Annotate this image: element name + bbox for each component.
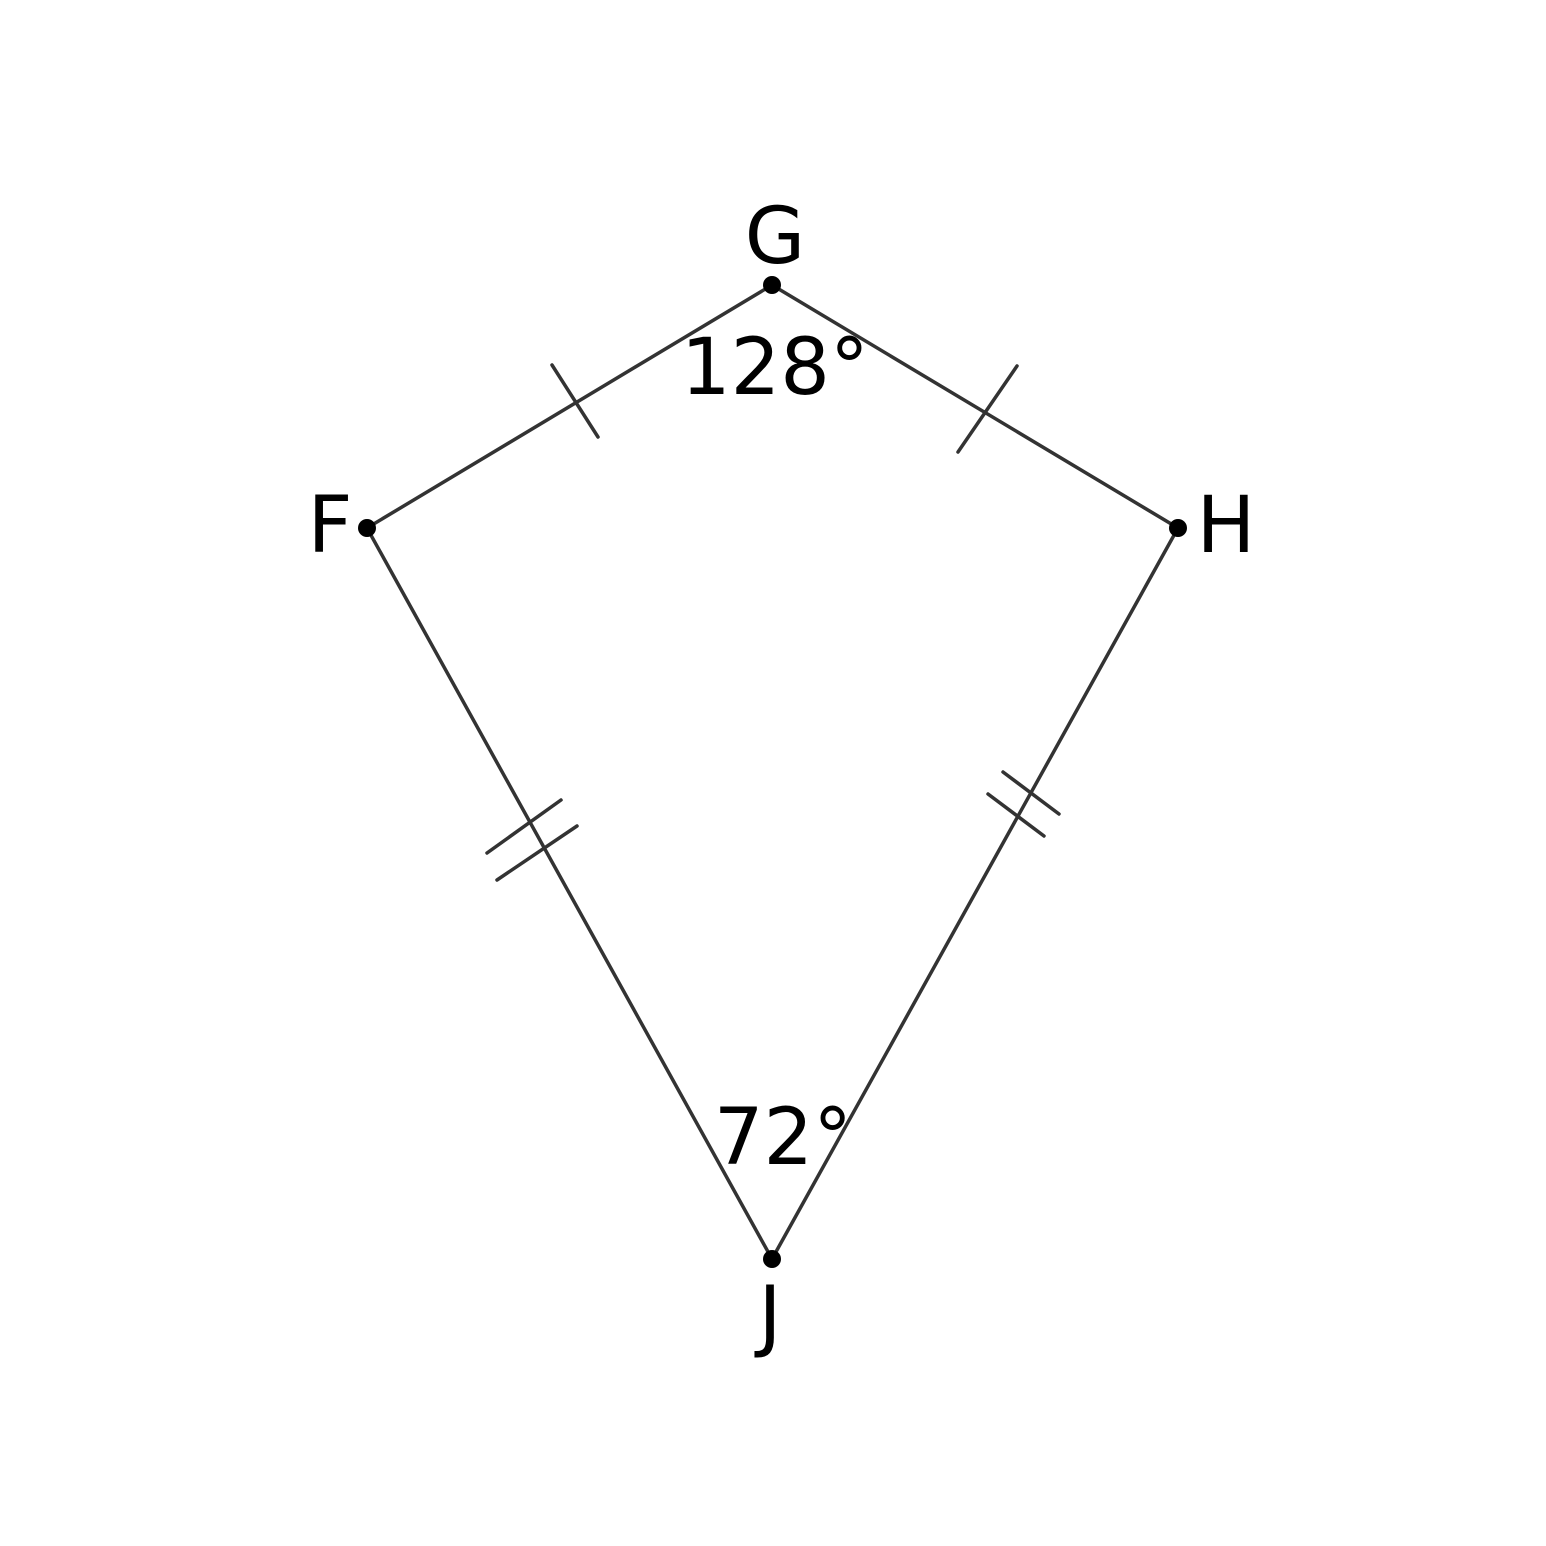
vertex-point-g bbox=[763, 276, 781, 294]
angle-label-j: 72° bbox=[714, 1093, 852, 1183]
vertex-point-f bbox=[358, 519, 376, 537]
vertex-point-h bbox=[1169, 519, 1187, 537]
edge-hj bbox=[770, 526, 1180, 1261]
vertex-label-j: J bbox=[753, 1271, 781, 1361]
edge-jf bbox=[365, 526, 774, 1261]
tick-mark-fj-2 bbox=[495, 824, 579, 882]
vertex-point-j bbox=[763, 1250, 781, 1268]
tick-mark-hj-2 bbox=[986, 792, 1046, 838]
tick-mark-fj-1 bbox=[485, 798, 563, 855]
vertex-label-h: H bbox=[1197, 481, 1256, 571]
vertex-label-g: G bbox=[745, 192, 805, 282]
angle-label-g: 128° bbox=[681, 323, 869, 413]
tick-mark-gh bbox=[956, 364, 1019, 454]
edge-gh bbox=[770, 283, 1180, 530]
vertex-label-f: F bbox=[308, 481, 353, 571]
edge-fg bbox=[365, 283, 774, 530]
tick-mark-fg bbox=[550, 363, 600, 439]
tick-mark-hj-1 bbox=[1001, 770, 1061, 816]
